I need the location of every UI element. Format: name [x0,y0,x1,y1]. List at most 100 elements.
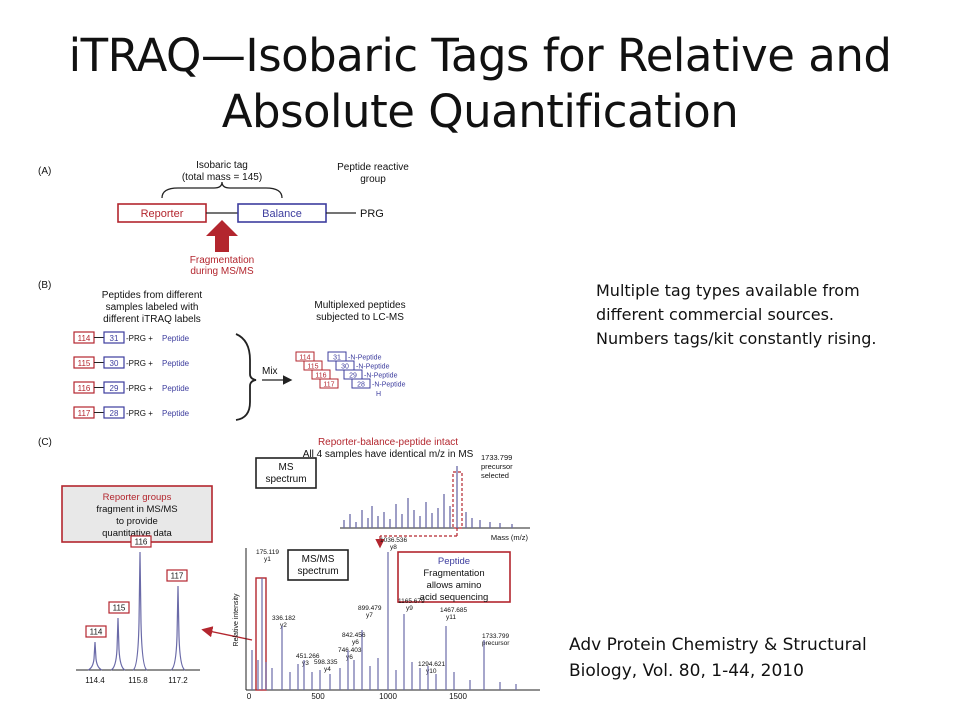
stack-balance-number: 31 [333,355,341,362]
msms-y-axis-label: Relative intensity [233,593,240,646]
reporter-groups-box [61,485,213,543]
row-prg: -PRG + [126,409,153,418]
reporter-peak-116 [132,551,148,671]
peak-label-mz: 1467.685 [440,607,467,614]
balance-tag-number: 31 [110,334,119,343]
labeled-row-1: 114 31 -PRG + Peptide [73,331,190,344]
slide-title: iTRAQ—Isobaric Tags for Relative and Abs… [40,28,920,140]
reporter-tag-number: 116 [78,384,91,393]
row-peptide: Peptide [162,334,190,343]
peak-label-mz: 842.456 [342,632,366,639]
stack-row: 115 30 -N-Peptide [303,360,390,371]
tag-brace [161,181,283,199]
panel-c-label: (C) [38,437,52,448]
precursor-line-1: precursor [481,462,513,471]
inset-tick-2: 115.8 [128,676,148,685]
peak-label-mz: 1294.621 [418,661,445,668]
note-line-2: different commercial sources. [596,305,834,324]
reporter-peak-label: 116 [135,538,148,547]
tag-title-1: Isobaric tag [196,160,248,171]
msms-tick-1500: 1500 [449,692,467,700]
peak-label-mz: 899.479 [358,605,382,612]
balance-tag [103,356,125,369]
reporter-peak-label-box [166,569,188,582]
panel-a-label: (A) [38,166,51,177]
reporter-peak-117 [170,585,186,671]
peptide-box [397,551,511,603]
balance-tag-number: 30 [110,359,119,368]
tag-title-2: (total mass = 145) [182,172,262,183]
stack-peptide: -N-Peptide [348,355,382,362]
note-line-3: Numbers tags/kit constantly rising. [596,329,877,348]
msms-box-line-2: spectrum [297,566,338,577]
msms-peak-labels: 175.119 y1 336.182 y2 451.266 y3 598.335… [256,537,510,675]
stack-row: 117 28 -N-Peptide [319,378,406,389]
stack-balance-number: 28 [357,382,365,389]
stack-reporter-number: 115 [307,364,318,371]
peak-label-mz: 336.182 [272,615,296,622]
inset-tick-3: 117.2 [168,676,188,685]
peptides-caption-1: Peptides from different [102,290,203,301]
panel-c: (C) Reporter-balance-peptide intact All … [38,437,540,700]
peak-label-ion: precursor [482,640,510,647]
row-peptide: Peptide [162,409,190,418]
citation-line-2: Biology, Vol. 80, 1-44, 2010 [569,661,804,681]
balance-label: Balance [262,208,302,220]
multiplexed-2: subjected to LC-MS [316,312,404,323]
reporter-groups-line-2: fragment in MS/MS [96,504,177,515]
reporter-groups-line-3: to provide [116,516,158,527]
balance-tag-number: 29 [110,384,119,393]
reporter-peak-label: 114 [90,628,103,637]
stack-peptide: -N-Peptide [364,373,398,380]
balance-tag-number: 28 [110,409,119,418]
peak-label-ion: y2 [280,622,287,629]
ms-box [255,457,317,489]
stack-balance [351,378,371,389]
row-peptide: Peptide [162,359,190,368]
peak-label-ion: y8 [390,544,397,551]
intact-line-1: Reporter-balance-peptide intact [318,437,458,448]
title-line-1: iTRAQ—Isobaric Tags for Relative and [68,29,892,82]
stack-reporter-number: 114 [299,355,310,362]
peak-label-mz: 175.119 [256,549,279,556]
reporter-peak-label-box [108,601,130,614]
panel-b-label: (B) [38,280,51,291]
reporter-peak-label: 115 [113,604,126,613]
reactive-group-2: group [360,174,386,185]
panel-b: (B) Peptides from different samples labe… [38,280,406,421]
ms-box-line-2: spectrum [265,474,306,485]
title-line-2: Absolute Quantification [221,85,739,138]
stack-reporter [319,378,339,389]
fragmentation-1: Fragmentation [190,255,254,266]
fragmentation-arrow [206,220,238,252]
msms-box [287,549,349,581]
msms-tick-500: 500 [311,692,325,700]
labeled-row-3: 116 29 -PRG + Peptide [73,381,190,394]
itraq-figure: (A) Isobaric tag (total mass = 145) Pept… [38,160,540,700]
stack-balance-number: 30 [341,364,349,371]
stack-peptide: -N-Peptide [356,364,390,371]
row-peptide: Peptide [162,384,190,393]
stack-peptide: -N-Peptide [372,382,406,389]
citation: Adv Protein Chemistry & Structural Biolo… [569,632,939,684]
reporter-tag-number: 114 [78,334,91,343]
balance-tag [103,406,125,419]
balance-tag [103,381,125,394]
row-prg: -PRG + [126,334,153,343]
row-prg: -PRG + [126,359,153,368]
peptides-caption-3: different iTRAQ labels [103,314,201,325]
peak-label-mz: 746.403 [338,647,362,654]
mix-label: Mix [262,366,278,377]
reporter-peak-label-box [85,625,107,638]
peak-label-mz: 1036.536 [380,537,407,544]
stack-row: 114 31 -N-Peptide [295,351,382,362]
reporter-peak-label: 117 [171,572,184,581]
peptide-box-line-3: allows amino [427,580,482,591]
ms-spectrum-peak-label: 1733.799 [481,453,512,462]
reporter-peak-115 [110,617,126,671]
peptides-caption-2: samples labeled with [106,302,199,313]
reporter-peak-114 [87,641,103,671]
peak-label-ion: y7 [366,612,373,619]
panel-a: (A) Isobaric tag (total mass = 145) Pept… [38,160,409,277]
multiplexed-stack: 114 31 -N-Peptide 115 30 -N-Peptide 116 … [295,351,406,398]
